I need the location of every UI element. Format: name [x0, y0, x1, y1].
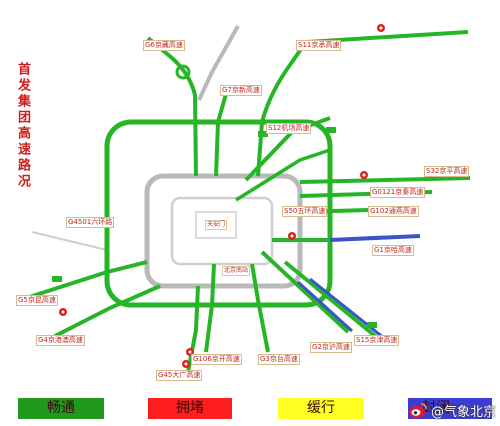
label-g0121[interactable]: G0121京秦高速	[370, 187, 426, 198]
road-g2	[260, 250, 350, 334]
label-g5[interactable]: G5京昆高速	[16, 295, 58, 306]
road-s11	[256, 30, 469, 177]
weibo-icon	[409, 402, 427, 418]
road-g7-gray	[197, 25, 240, 101]
road-sign	[367, 322, 377, 328]
map-title: 首发集团高速路况	[15, 62, 30, 190]
label-g102[interactable]: G102通燕高速	[368, 206, 419, 217]
road-left-gray	[31, 231, 108, 251]
watermark: @气象北京	[408, 400, 496, 420]
label-g4[interactable]: G4京港澳高速	[36, 335, 85, 346]
road-g5	[19, 260, 148, 302]
incident-marker[interactable]	[288, 232, 296, 240]
label-s50[interactable]: S50五环高速	[282, 206, 328, 217]
legend-congested: 拥堵	[148, 398, 232, 419]
urban-ring-outer	[144, 173, 303, 289]
road-sign	[326, 127, 336, 133]
label-g1[interactable]: G1京哈高速	[372, 245, 414, 256]
place-center: 天安门	[205, 220, 228, 230]
label-g6[interactable]: G6京藏高速	[143, 40, 185, 51]
label-s32[interactable]: S32京平高速	[424, 166, 470, 177]
road-s15-closed	[309, 277, 385, 340]
label-g3[interactable]: G3京台高速	[258, 354, 300, 365]
road-s15	[283, 260, 382, 342]
incident-marker[interactable]	[360, 171, 368, 179]
road-g45	[186, 285, 200, 373]
road-g106	[204, 263, 216, 353]
label-g7[interactable]: G7京新高速	[220, 85, 262, 96]
label-g106[interactable]: G106京开高速	[191, 354, 242, 365]
road-g6	[146, 36, 198, 177]
incident-marker[interactable]	[182, 360, 190, 368]
road-s32	[299, 176, 471, 184]
legend-closed: 封闭	[408, 398, 492, 419]
interchange-g6	[175, 64, 191, 80]
road-g4	[54, 284, 161, 338]
road-g3	[250, 263, 270, 353]
road-g7	[214, 93, 228, 177]
label-s15[interactable]: S15京津高速	[354, 335, 400, 346]
legend-smooth: 畅通	[18, 398, 104, 419]
label-s11[interactable]: S11京承高速	[296, 40, 342, 51]
road-g2-closed	[296, 280, 354, 333]
incident-marker[interactable]	[59, 308, 67, 316]
road-ne-link	[235, 148, 331, 202]
label-s12[interactable]: S12机场高速	[266, 123, 312, 134]
road-g1-closed	[329, 234, 421, 242]
label-g4501[interactable]: G4501六环路	[66, 217, 115, 228]
road-sign	[258, 131, 268, 137]
urban-ring-inner	[170, 196, 274, 266]
label-g2[interactable]: G2京沪高速	[310, 342, 352, 353]
incident-marker[interactable]	[377, 24, 385, 32]
city-center-box	[195, 211, 237, 239]
legend-slow: 缓行	[278, 398, 364, 419]
label-g45[interactable]: G45大广高速	[156, 370, 203, 381]
road-sign	[52, 276, 62, 282]
watermark-text: @气象北京	[431, 404, 497, 420]
place-south-station: 北京南站	[222, 266, 251, 276]
